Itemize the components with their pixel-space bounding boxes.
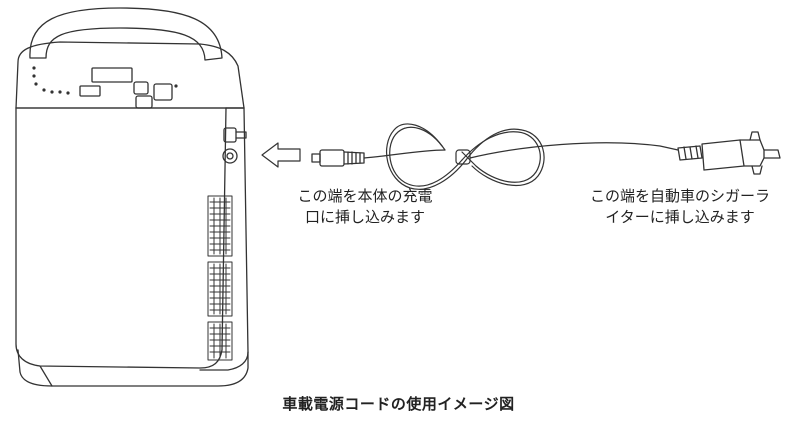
unit-base	[17, 349, 249, 387]
cable-loop-right	[461, 131, 541, 183]
cigarette-plug	[677, 131, 781, 175]
unit-body	[15, 107, 227, 369]
cable	[363, 123, 679, 190]
cable-tie	[455, 149, 471, 165]
plug-end-label-line2: イターに挿し込みます	[605, 208, 755, 226]
charging-port	[222, 127, 247, 164]
display-screen	[91, 67, 133, 83]
device-end-label-line1: この端を本体の充電	[297, 187, 433, 205]
unit-handle	[29, 7, 223, 61]
side-vents	[207, 195, 233, 361]
power-unit	[15, 7, 249, 387]
diagram-caption: 車載電源コードの使用イメージ図	[282, 395, 515, 413]
cable-loop-left	[389, 126, 463, 187]
indicator-dots	[32, 66, 70, 95]
insert-arrow	[261, 142, 301, 168]
device-end-label: この端を本体の充電 口に挿し込みます	[280, 186, 450, 228]
control-button	[133, 81, 149, 95]
plug-end-label-line1: この端を自動車のシガーラ	[589, 187, 770, 205]
plug-end-label: この端を自動車のシガーラ イターに挿し込みます	[560, 186, 797, 228]
control-button	[135, 95, 153, 109]
dc-connector	[311, 149, 365, 167]
device-end-label-line2: 口に挿し込みます	[304, 208, 425, 226]
control-button	[153, 83, 173, 101]
unit-top-panel	[15, 41, 245, 109]
